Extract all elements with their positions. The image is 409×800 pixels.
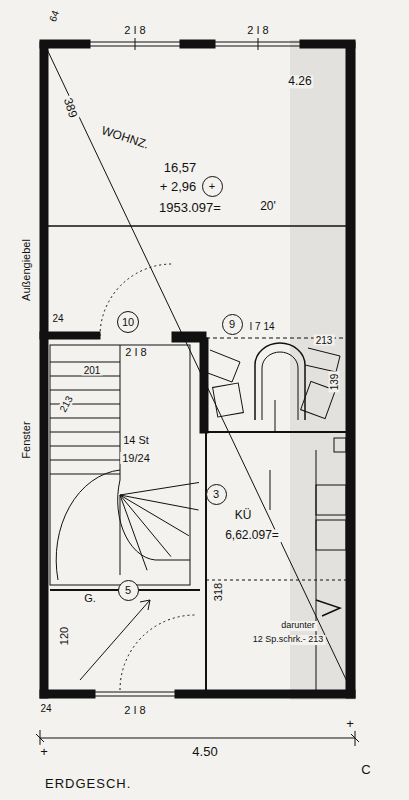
room-number-circle: 10 [117,311,139,333]
plan-annotation: 201 [82,365,103,376]
plan-annotation: KÜ [233,509,254,522]
plan-annotation: 213 [314,335,335,346]
plan-annotation: 318 [212,581,224,603]
plan-annotation: 2 I 8 [123,346,148,358]
room-number: 5 [125,585,131,596]
plan-annotation: 14 St [121,434,151,446]
plan-annotation: 24 [38,703,53,714]
plan-annotation: 19/24 [120,452,152,464]
plan-annotation: 2 I 8 [245,24,270,36]
plan-annotation: 16,57 [162,161,199,175]
plan-annotation: 24 [50,313,65,324]
room-number-circle: 5 [118,580,139,601]
plan-annotation: + [344,717,356,731]
plan-annotation: G. [82,592,98,604]
room-number-circle: 9 [222,314,243,335]
plan-annotation: Fenster [20,419,32,460]
plan-annotation: darunter [279,621,317,631]
plan-annotation: 12 Sp.schrk.- 213 [251,635,326,645]
plan-annotation: 4.50 [190,745,219,759]
room-number: 9 [229,319,235,330]
plan-title: ERDGESCH. [45,776,131,791]
plan-annotation: C [359,763,372,777]
plan-annotation: Außengiebel [20,237,32,303]
room-number: + [209,181,215,192]
plan-annotation: 389 [60,95,80,122]
plan-annotation: 139 [329,372,340,393]
plan-annotation: I 7 14 [247,321,276,332]
plan-annotation: 64 [46,7,62,25]
room-number-circle: 3 [206,484,227,505]
plan-annotation: + 2,96 [158,180,199,194]
plan-annotation: WOHNZ. [98,124,152,153]
room-number: 3 [213,489,219,500]
plan-annotation: 120 [58,625,70,647]
plan-annotation: 20' [258,200,278,213]
plan-annotation: + [38,745,50,759]
plan-annotation: 1953.097= [157,201,223,215]
plan-annotation: 2 I 8 [122,24,147,36]
plan-annotation: 4.26 [286,75,313,88]
room-number-circle: + [202,176,223,197]
plan-annotation: 6,62.097= [223,529,281,542]
plan-annotation: 2 I 8 [122,704,147,716]
room-number: 10 [122,317,134,328]
